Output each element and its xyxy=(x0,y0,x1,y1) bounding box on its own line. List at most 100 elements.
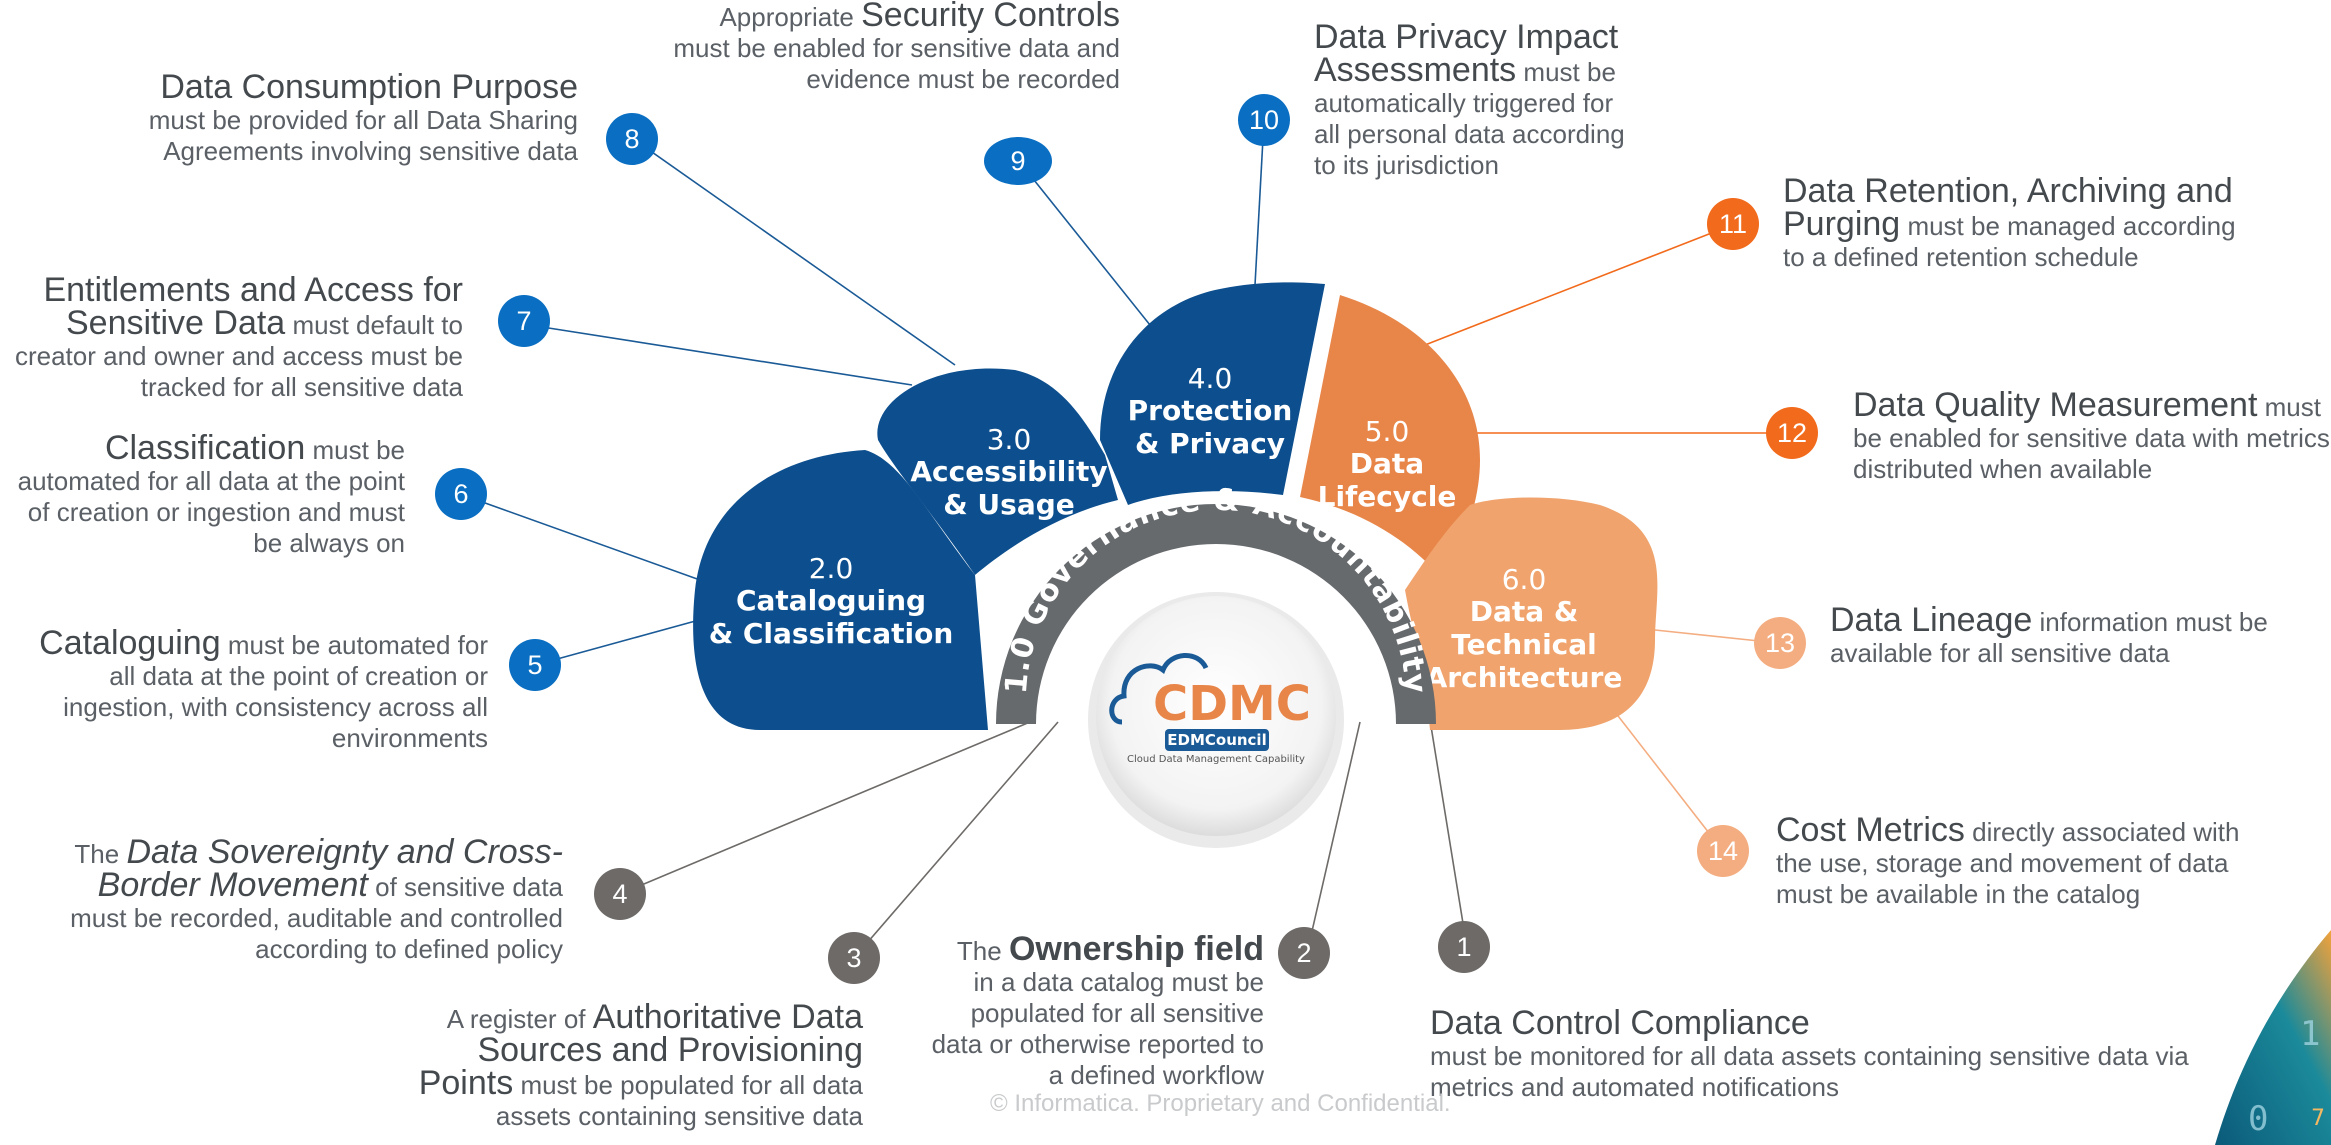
logo-text: CDMC xyxy=(1153,676,1311,732)
item-5-title: Cataloguing xyxy=(39,624,221,662)
item-7: Entitlements and Access for Sensitive Da… xyxy=(5,273,463,403)
item-13: Data Lineage information must be availab… xyxy=(1830,603,2300,669)
connector-lines xyxy=(459,119,1792,959)
svg-text:13: 13 xyxy=(1765,628,1795,658)
seg-5-line1: Data xyxy=(1350,447,1424,480)
badge-3: 3 xyxy=(828,932,880,984)
seg-6-line1: Data & xyxy=(1470,595,1579,628)
badge-5: 5 xyxy=(509,639,561,691)
logo-subtitle: Cloud Data Management Capability xyxy=(1127,754,1305,765)
item-3-body: must be populated for all data assets co… xyxy=(495,1070,863,1131)
item-6-body: must be automated for all data at the po… xyxy=(17,435,405,558)
seg-6-line2: Technical xyxy=(1451,628,1597,661)
footer-confidential: © Informatica. Proprietary and Confident… xyxy=(990,1090,1451,1117)
svg-text:4: 4 xyxy=(612,879,627,909)
item-4: The Data Sovereignty and Cross-Border Mo… xyxy=(40,835,563,965)
item-2-body: a data catalog must be populated for all… xyxy=(931,967,1264,1090)
item-3-title: Authoritative Data Sources and Provision… xyxy=(418,998,863,1102)
item-14: Cost Metrics directly associated with th… xyxy=(1776,813,2276,910)
item-7-body: must default to creator and owner and ac… xyxy=(14,310,463,402)
svg-text:8: 8 xyxy=(624,124,639,154)
item-1-title: Data Control Compliance xyxy=(1430,1004,1810,1042)
badge-8: 8 xyxy=(606,113,658,165)
svg-text:9: 9 xyxy=(1010,146,1025,176)
item-2: The Ownership field in a data catalog mu… xyxy=(930,932,1264,1091)
badge-9: 9 xyxy=(984,137,1052,185)
item-2-title: Ownership field xyxy=(1008,930,1264,968)
logo-org: EDMCouncil xyxy=(1167,731,1266,749)
segment-text-2: 2.0 Cataloguing & Classification xyxy=(709,552,954,650)
seg-2-line2: & Classification xyxy=(709,617,954,650)
seg-4-line2: & Privacy xyxy=(1135,427,1285,460)
item-8: Data Consumption Purpose must be provide… xyxy=(20,70,578,167)
item-9-pre: Appropriate xyxy=(719,2,854,32)
item-11-body: must be managed according to a defined r… xyxy=(1783,211,2236,272)
badge-6: 6 xyxy=(435,468,487,520)
item-13-body: information must be available for all se… xyxy=(1830,607,2268,668)
badge-7: 7 xyxy=(498,295,550,347)
svg-text:7: 7 xyxy=(516,306,531,336)
center-logo: CDMC EDMCouncil Cloud Data Management Ca… xyxy=(1088,592,1344,848)
seg-4-line1: Protection xyxy=(1128,394,1293,427)
svg-text:11: 11 xyxy=(1719,209,1747,239)
svg-text:6: 6 xyxy=(453,479,468,509)
item-10: Data Privacy Impact Assessments must be … xyxy=(1314,20,1644,181)
segment-text-5: 5.0 Data Lifecycle xyxy=(1318,415,1457,513)
seg-2-num: 2.0 xyxy=(809,552,854,585)
badge-2: 2 xyxy=(1278,927,1330,979)
item-8-body: must be provided for all Data Sharing Ag… xyxy=(148,105,578,166)
item-9-title: Security Controls xyxy=(861,0,1120,34)
item-11: Data Retention, Archiving and Purging mu… xyxy=(1783,174,2253,273)
item-2-pre: The xyxy=(956,936,1002,966)
item-4-pre: The xyxy=(74,839,120,869)
item-10-title: Data Privacy Impact Assessments xyxy=(1314,18,1619,89)
item-12-body: must be enabled for sensitive data with … xyxy=(1853,392,2330,484)
badge-13: 13 xyxy=(1754,617,1806,669)
badge-11: 11 xyxy=(1707,198,1759,250)
svg-text:5: 5 xyxy=(527,650,542,680)
segment-text-4: 4.0 Protection & Privacy xyxy=(1128,362,1293,460)
item-11-title: Data Retention, Archiving and Purging xyxy=(1783,172,2233,243)
badge-12: 12 xyxy=(1766,407,1818,459)
svg-text:1: 1 xyxy=(1456,932,1471,962)
segment-text-3: 3.0 Accessibility & Usage xyxy=(910,423,1107,521)
item-10-body: must be automatically triggered for all … xyxy=(1314,57,1625,180)
badge-1: 1 xyxy=(1438,921,1490,973)
seg-5-line2: Lifecycle xyxy=(1318,480,1457,513)
svg-text:1: 1 xyxy=(2300,1014,2320,1054)
segment-accessibility xyxy=(877,368,1118,575)
item-12: Data Quality Measurement must be enabled… xyxy=(1853,388,2331,485)
corner-decoration: 0 1 7 xyxy=(2215,930,2331,1145)
item-3: A register of Authoritative Data Sources… xyxy=(395,1000,863,1132)
svg-text:12: 12 xyxy=(1777,418,1807,448)
svg-text:0: 0 xyxy=(2248,1099,2268,1139)
item-6-title: Classification xyxy=(104,429,306,467)
svg-text:2: 2 xyxy=(1296,938,1311,968)
item-9: Appropriate Security Controls must be en… xyxy=(605,0,1120,95)
seg-4-num: 4.0 xyxy=(1188,362,1233,395)
seg-5-num: 5.0 xyxy=(1365,415,1410,448)
item-12-title: Data Quality Measurement xyxy=(1853,386,2258,424)
item-4-body: of sensitive data must be recorded, audi… xyxy=(70,872,563,964)
item-2-post: in xyxy=(973,967,994,997)
item-7-title: Entitlements and Access for Sensitive Da… xyxy=(43,271,463,342)
item-14-body: directly associated with the use, storag… xyxy=(1776,817,2240,909)
item-14-title: Cost Metrics xyxy=(1776,811,1965,849)
seg-6-line3: Architecture xyxy=(1426,661,1623,694)
item-1: Data Control Compliance must be monitore… xyxy=(1430,1006,2190,1103)
seg-3-line2: & Usage xyxy=(943,488,1075,521)
item-8-title: Data Consumption Purpose xyxy=(160,68,578,106)
segment-cataloguing xyxy=(693,450,988,730)
badge-4: 4 xyxy=(594,868,646,920)
svg-text:10: 10 xyxy=(1249,105,1279,135)
item-5: Cataloguing must be automated for all da… xyxy=(20,626,488,754)
seg-2-line1: Cataloguing xyxy=(736,584,926,617)
badges: 1 2 3 4 5 6 7 8 9 10 11 12 13 14 xyxy=(435,94,1818,984)
badge-14: 14 xyxy=(1697,825,1749,877)
item-4-title: Data Sovereignty and Cross-Border Moveme… xyxy=(97,833,563,904)
page-number: 7 xyxy=(2311,1106,2325,1131)
svg-text:14: 14 xyxy=(1708,836,1738,866)
item-5-body: must be automated for all data at the po… xyxy=(63,630,488,753)
segment-text-6: 6.0 Data & Technical Architecture xyxy=(1426,563,1623,694)
